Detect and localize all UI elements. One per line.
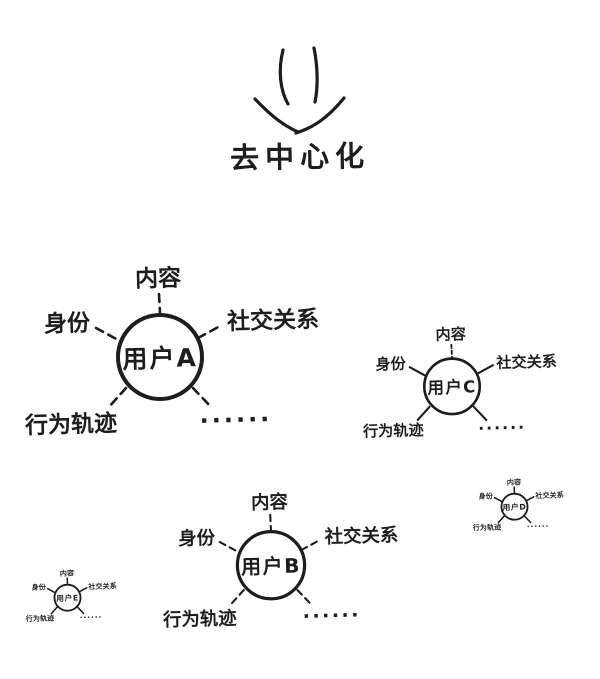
node-label-ellipsis: ······ [199, 405, 273, 435]
node-label-behavior: 行为轨迹 [362, 421, 424, 441]
down-arrow-icon [245, 42, 355, 142]
node-label-content: 内容 [134, 265, 182, 293]
node-graphic [94, 292, 224, 410]
node-label-behavior: 行为轨迹 [25, 614, 55, 624]
node-label-social: 社交关系 [324, 525, 399, 548]
node-label-ellipsis: ······ [477, 418, 527, 438]
node-circle [500, 492, 529, 521]
node-label-social: 社交关系 [88, 582, 117, 591]
node-center-label: 用户C [427, 377, 477, 398]
node-label-ellipsis: ······ [79, 612, 103, 622]
node-circle [235, 530, 307, 601]
node-graphic [493, 486, 535, 524]
node-user-b: 内容 身份 社交关系 行为轨迹 ······ 用户B [151, 486, 415, 634]
node-label-content: 内容 [59, 569, 75, 578]
node-label-content: 内容 [435, 325, 467, 344]
node-user-c: 内容 身份 社交关系 行为轨迹 ······ 用户C [353, 321, 571, 443]
node-center-label: 用户A [121, 343, 199, 374]
node-user-e: 内容 身份 社交关系 行为轨迹 ······ 用户E [21, 567, 123, 624]
node-label-behavior: 行为轨迹 [472, 523, 502, 533]
node-label-identity: 身份 [375, 355, 407, 374]
node-user-d: 内容 身份 社交关系 行为轨迹 ······ 用户D [468, 476, 570, 533]
node-circle [116, 313, 204, 401]
node-center-label: 用户B [240, 554, 302, 579]
node-label-content: 内容 [506, 478, 522, 487]
decentralization-title: 去中心化 [229, 138, 371, 176]
node-center-label: 用户D [502, 502, 527, 512]
node-label-identity: 身份 [31, 583, 46, 592]
node-graphic [46, 577, 88, 615]
node-center-label: 用户E [56, 593, 79, 603]
node-label-social: 社交关系 [535, 491, 564, 500]
node-label-identity: 身份 [478, 492, 493, 501]
node-circle [53, 583, 82, 612]
node-label-behavior: 行为轨迹 [162, 608, 237, 631]
node-graphic [408, 343, 494, 422]
node-user-a: 内容 身份 社交关系 行为轨迹 ······ 用户A [10, 258, 340, 443]
node-graphic [218, 513, 322, 608]
node-label-social: 社交关系 [496, 353, 558, 372]
node-label-identity: 身份 [177, 527, 216, 550]
node-label-identity: 身份 [43, 310, 91, 338]
node-label-behavior: 行为轨迹 [24, 410, 118, 440]
node-label-social: 社交关系 [226, 306, 320, 336]
node-circle [422, 357, 482, 416]
node-label-content: 内容 [250, 491, 289, 514]
node-label-ellipsis: ······ [302, 603, 362, 628]
node-label-ellipsis: ······ [526, 521, 550, 531]
